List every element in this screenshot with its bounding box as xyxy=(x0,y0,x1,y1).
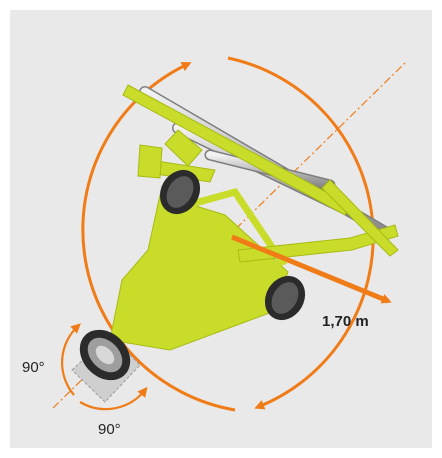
swivel-wheel xyxy=(71,329,141,403)
angle-arrow-bottom xyxy=(79,386,148,411)
angle-arrow-left xyxy=(60,323,81,396)
radius-arrow xyxy=(231,234,392,304)
angle-label-left: 90° xyxy=(22,359,45,376)
angle-label-bottom: 90° xyxy=(98,421,121,438)
diagram-frame: 1,70 m 90° 90° xyxy=(10,10,432,448)
machine-body xyxy=(109,84,399,351)
rotation-diagram: 1,70 m 90° 90° xyxy=(22,56,407,438)
rotation-arc-top-left xyxy=(81,62,236,412)
wheel-right xyxy=(264,275,306,321)
wheel-top xyxy=(159,169,201,215)
angle-arrows xyxy=(60,323,148,411)
rotation-arc-right xyxy=(227,56,375,410)
radius-label: 1,70 m xyxy=(322,313,369,330)
